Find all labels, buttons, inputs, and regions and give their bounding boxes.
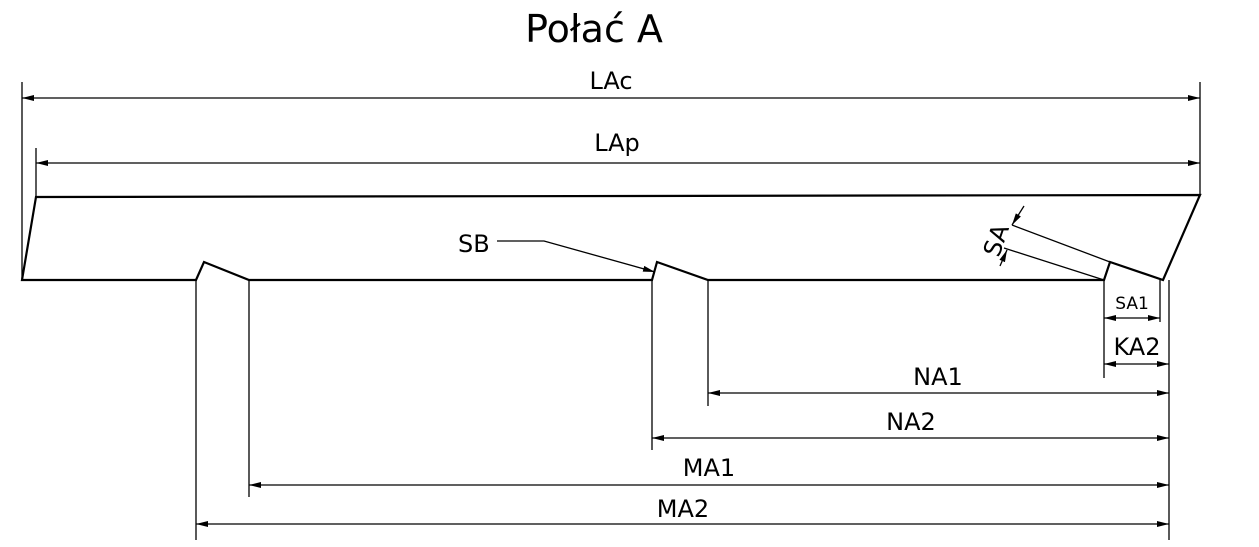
dimension-label-ka2: KA2 xyxy=(1113,333,1160,361)
dimension-label-na1: NA1 xyxy=(913,363,963,391)
leader-line-sb xyxy=(497,240,656,273)
dimension-label-sa: SA xyxy=(978,220,1015,260)
dimension-line-sa-lower xyxy=(999,249,1008,267)
diagram-title: Połać A xyxy=(525,7,663,51)
extension-line-sa-bottom xyxy=(1003,247,1105,281)
dimension-label-sb: SB xyxy=(458,230,490,258)
dimension-line-sa xyxy=(1011,205,1025,226)
extension-line-sa-top xyxy=(1011,224,1111,263)
dimension-label-lac: LAc xyxy=(589,67,632,95)
dimension-label-lap: LAp xyxy=(594,129,640,157)
dimension-label-ma1: MA1 xyxy=(683,454,735,482)
extension-lines xyxy=(21,82,1201,540)
dimension-label-sa1: SA1 xyxy=(1115,294,1149,314)
dimension-label-ma2: MA2 xyxy=(657,495,709,523)
dimension-label-na2: NA2 xyxy=(886,408,936,436)
